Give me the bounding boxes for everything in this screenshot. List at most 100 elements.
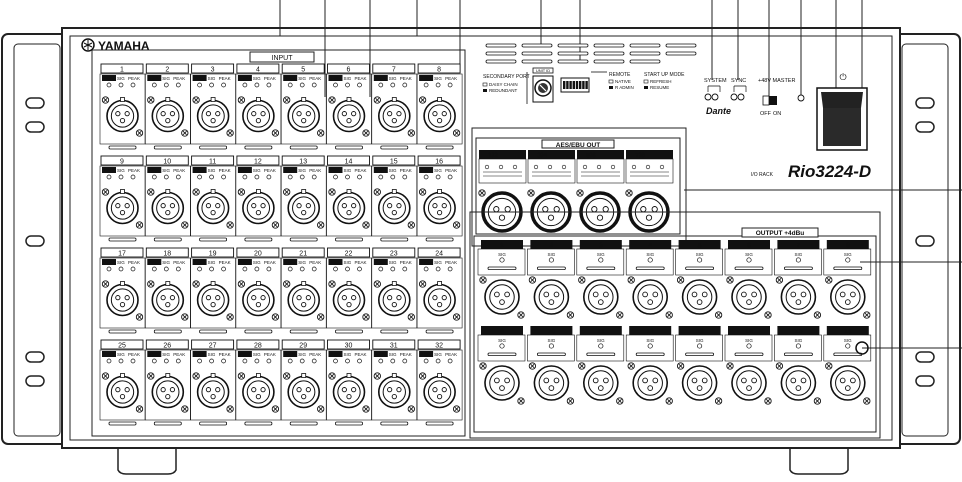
output-sig-label: SIG [498, 252, 506, 257]
xlr-female-jack[interactable] [377, 189, 411, 225]
xlr-male-jack[interactable] [628, 191, 670, 233]
phantom-48v-label: +48V [240, 352, 250, 357]
xlr-male-jack[interactable] [484, 279, 520, 315]
xlr-female-jack[interactable] [423, 189, 456, 225]
screw [283, 372, 291, 380]
xlr-female-jack[interactable] [377, 281, 411, 317]
xlr-female-jack[interactable] [106, 97, 139, 133]
xlr-female-jack[interactable] [242, 373, 275, 409]
input-channel-number: 23 [390, 251, 398, 258]
sig-label: SIG [208, 168, 216, 173]
xlr-female-jack[interactable] [106, 281, 139, 317]
xlr-male-jack[interactable] [731, 365, 767, 401]
xlr-female-jack[interactable] [332, 97, 366, 133]
xlr-male-jack[interactable] [533, 279, 570, 315]
peak-label: PEAK [128, 352, 140, 357]
phantom-48v-label: +48V [376, 76, 386, 81]
output-channel-number: 7 [796, 243, 800, 250]
xlr-female-jack[interactable] [287, 189, 321, 225]
screw [676, 276, 685, 284]
dip-key[interactable] [582, 81, 585, 89]
peak-label: PEAK [173, 352, 185, 357]
xlr-male-jack[interactable] [681, 279, 718, 315]
unit-id-rotary-switch[interactable] [532, 75, 554, 103]
xlr-female-jack[interactable] [196, 373, 230, 409]
xlr-male-jack[interactable] [681, 365, 718, 401]
peak-led [175, 82, 181, 88]
input-channel-number: 2 [165, 67, 169, 74]
xlr-female-jack[interactable] [332, 189, 366, 225]
scribble-strip [289, 237, 318, 242]
secondary-port-label: SECONDARY PORT [483, 74, 530, 80]
xlr-female-jack[interactable] [332, 281, 366, 317]
dip-key[interactable] [572, 81, 575, 89]
xlr-female-jack[interactable] [242, 189, 275, 225]
xlr-female-jack[interactable] [423, 281, 456, 317]
dip-key[interactable] [575, 81, 579, 89]
remote-label: REMOTE [609, 72, 631, 78]
output-channel-number: 16 [844, 329, 852, 336]
output-label-strip [784, 352, 813, 356]
dip-key[interactable] [579, 81, 582, 89]
xlr-female-jack[interactable] [377, 373, 411, 409]
xlr-female-jack[interactable] [287, 97, 321, 133]
off-label: OFF [760, 111, 772, 117]
dip-key[interactable] [585, 81, 588, 89]
peak-label: PEAK [400, 168, 412, 173]
xlr-male-jack[interactable] [533, 365, 570, 401]
xlr-female-jack[interactable] [377, 97, 411, 133]
dip-key[interactable] [563, 81, 566, 89]
xlr-male-jack[interactable] [731, 279, 767, 315]
screw [452, 221, 461, 229]
xlr-female-jack[interactable] [151, 281, 185, 317]
phantom-48v-badge: +48V [328, 351, 343, 357]
sig-label: SIG [208, 260, 216, 265]
xlr-male-jack[interactable] [829, 279, 866, 315]
xlr-male-jack[interactable] [780, 279, 817, 315]
sig-label: SIG [344, 260, 352, 265]
xlr-male-jack[interactable] [829, 365, 866, 401]
xlr-female-jack[interactable] [242, 281, 275, 317]
xlr-female-jack[interactable] [287, 373, 321, 409]
dip-key[interactable] [566, 81, 569, 89]
xlr-male-jack[interactable] [780, 365, 817, 401]
scribble-strip [335, 329, 363, 334]
xlr-female-jack[interactable] [196, 97, 230, 133]
output-sig-led [697, 257, 703, 263]
xlr-female-jack[interactable] [287, 281, 321, 317]
xlr-male-jack[interactable] [632, 365, 669, 401]
sync-label: SYNC [731, 78, 746, 84]
dip-key[interactable] [569, 81, 572, 89]
xlr-female-jack[interactable] [151, 373, 185, 409]
screw [192, 372, 200, 380]
xlr-male-jack[interactable] [632, 279, 669, 315]
xlr-male-jack[interactable] [582, 279, 619, 315]
screw [226, 405, 234, 413]
phantom-led [378, 266, 384, 272]
phantom-master-switch[interactable] [763, 96, 777, 105]
power-switch[interactable] [816, 87, 868, 151]
xlr-female-jack[interactable] [196, 189, 230, 225]
screw [478, 189, 486, 197]
xlr-female-jack[interactable] [106, 189, 139, 225]
xlr-female-jack[interactable] [106, 373, 139, 409]
xlr-female-jack[interactable] [242, 97, 275, 133]
sig-led [163, 82, 169, 88]
refresh-label: REFRESH [650, 79, 672, 84]
xlr-female-jack[interactable] [151, 97, 185, 133]
screw [566, 397, 575, 405]
screw [616, 397, 624, 405]
peak-led [402, 82, 408, 88]
xlr-female-jack[interactable] [332, 373, 366, 409]
xlr-female-jack[interactable] [151, 189, 185, 225]
dip-switch[interactable] [560, 77, 590, 93]
phantom-48v-label: +48V [330, 352, 340, 357]
xlr-female-jack[interactable] [423, 97, 456, 133]
xlr-male-jack[interactable] [484, 365, 520, 401]
xlr-female-jack[interactable] [196, 281, 230, 317]
xlr-female-jack[interactable] [423, 373, 456, 409]
xlr-male-jack[interactable] [582, 365, 619, 401]
